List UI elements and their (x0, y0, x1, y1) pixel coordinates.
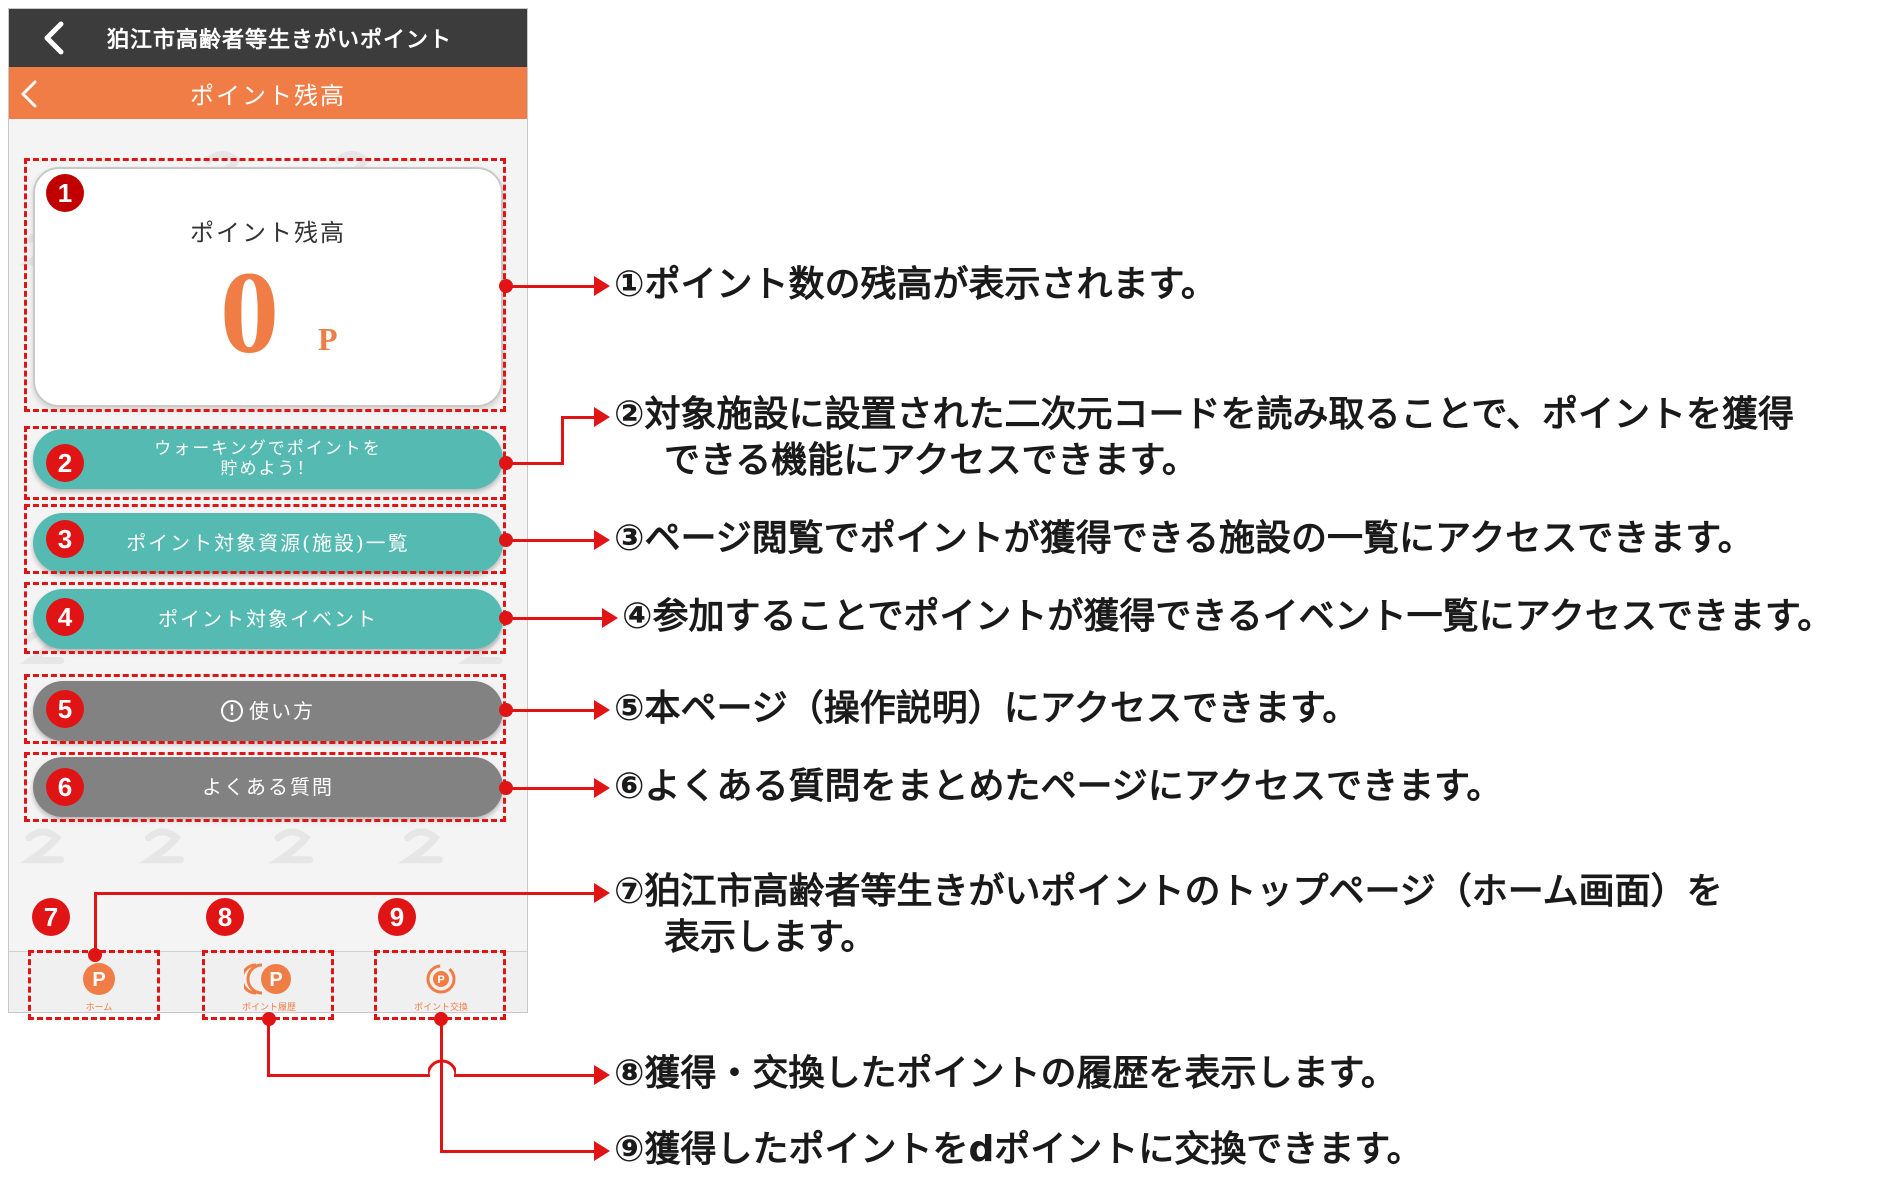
bottom-tab-bar: P ホーム P ポイント履歴 P ポイント交換 (9, 951, 527, 1013)
point-exchange-icon: P (426, 964, 456, 994)
description-6: ⑥よくある質問をまとめたページにアクセスできます。 (614, 766, 1503, 807)
description-2: ②対象施設に設置された二次元コードを読み取ることで、ポイントを獲得 できる機能に… (614, 392, 1794, 484)
header-back-button[interactable] (19, 79, 39, 113)
howto-label: 使い方 (249, 699, 315, 723)
connector-line-2c (561, 416, 594, 419)
connector-line-1 (506, 285, 594, 288)
facility-list-label: ポイント対象資源(施設)一覧 (126, 531, 410, 555)
chevron-left-icon (21, 80, 37, 108)
highlight-box-4 (24, 582, 506, 654)
arrow-head-7 (594, 883, 610, 903)
description-3: ③ページ閲覧でポイントが獲得できる施設の一覧にアクセスできます。 (614, 518, 1754, 559)
description-7-line2: 表示します。 (664, 917, 877, 959)
faq-button[interactable]: よくある質問 (33, 757, 503, 817)
app-back-button[interactable] (9, 21, 99, 55)
marker-6: 6 (46, 768, 84, 806)
highlight-box-1 (24, 158, 506, 412)
highlight-box-6 (24, 752, 506, 822)
arrow-head-3 (594, 530, 610, 550)
exclamation-circle-icon: ! (221, 700, 243, 722)
connector-line-9a (440, 1018, 443, 1152)
faq-label: よくある質問 (202, 775, 334, 799)
point-history-icon: P (244, 963, 291, 995)
tab-exchange[interactable]: P ポイント交換 (371, 952, 511, 1013)
description-7-line1: ⑦狛江市高齢者等生きがいポイントのトップページ（ホーム画面）を (614, 871, 1723, 912)
connector-line-2b (561, 416, 564, 465)
arrow-head-4 (602, 608, 618, 628)
svg-text:P: P (437, 974, 444, 986)
howto-button[interactable]: ! 使い方 (33, 681, 503, 741)
connector-line-9b (440, 1150, 594, 1153)
balance-label: ポイント残高 (190, 219, 346, 247)
point-balance-card: ポイント残高 0 P (33, 167, 503, 407)
marker-8: 8 (206, 898, 244, 936)
marker-7: 7 (32, 898, 70, 936)
tab-history-label: ポイント履歴 (241, 1003, 296, 1013)
description-2-line1: ②対象施設に設置された二次元コードを読み取ることで、ポイントを獲得 (614, 394, 1794, 435)
highlight-box-5 (24, 674, 506, 744)
highlight-box-8 (202, 950, 334, 1020)
connector-line-4 (506, 617, 602, 620)
page-title: ポイント残高 (190, 81, 346, 110)
connector-line-7a (94, 892, 97, 952)
marker-3: 3 (46, 520, 84, 558)
connector-line-7b (94, 892, 594, 895)
arrow-head-6 (594, 778, 610, 798)
description-1: ①ポイント数の残高が表示されます。 (614, 264, 1217, 305)
connector-line-2a (506, 462, 564, 465)
arrow-head-9 (594, 1141, 610, 1161)
svg-text:P: P (92, 969, 105, 991)
arrow-head-1 (594, 276, 610, 296)
description-9: ⑨獲得したポイントをdポイントに交換できます。 (614, 1129, 1423, 1170)
svg-text:P: P (269, 969, 282, 991)
balance-value: 0 (220, 247, 279, 378)
highlight-box-2 (24, 426, 506, 500)
description-7: ⑦狛江市高齢者等生きがいポイントのトップページ（ホーム画面）を 表示します。 (614, 869, 1723, 961)
arrow-head-5 (594, 700, 610, 720)
event-list-button[interactable]: ポイント対象イベント (33, 589, 503, 649)
connector-line-6 (506, 787, 594, 790)
description-2-line2: できる機能にアクセスできます。 (664, 440, 1198, 482)
marker-9: 9 (378, 898, 416, 936)
app-title-bar: 狛江市高齢者等生きがいポイント (9, 9, 527, 67)
walking-button-label: ウォーキングでポイントを 貯めよう！ (154, 439, 382, 480)
walking-label-line1: ウォーキングでポイントを (154, 438, 382, 459)
connector-dot-7 (88, 948, 102, 962)
arrow-head-2 (594, 407, 610, 427)
connector-line-8a (267, 1018, 270, 1076)
marker-4: 4 (46, 598, 84, 636)
walking-label-line2: 貯めよう！ (220, 459, 316, 479)
chevron-left-icon (44, 21, 64, 55)
connector-line-5 (506, 709, 594, 712)
connector-line-8c (454, 1074, 594, 1077)
event-list-label: ポイント対象イベント (158, 607, 378, 631)
page-header: ポイント残高 (9, 67, 527, 119)
tab-history[interactable]: P ポイント履歴 (199, 952, 339, 1013)
marker-5: 5 (46, 690, 84, 728)
description-4: ④参加することでポイントが獲得できるイベント一覧にアクセスできます。 (622, 596, 1834, 637)
point-coin-icon: P (83, 963, 115, 995)
walking-point-button[interactable]: ウォーキングでポイントを 貯めよう！ (33, 429, 503, 489)
phone-screen: 狛江市高齢者等生きがいポイント ポイント残高 (8, 8, 528, 1013)
tab-home-label: ホーム (85, 1003, 113, 1013)
description-8: ⑧獲得・交換したポイントの履歴を表示します。 (614, 1053, 1397, 1094)
marker-2: 2 (46, 444, 84, 482)
tab-home[interactable]: P ホーム (29, 952, 169, 1013)
connector-line-3 (506, 539, 594, 542)
arrow-head-8 (594, 1065, 610, 1085)
marker-1: 1 (46, 174, 84, 212)
highlight-box-9 (374, 950, 506, 1020)
description-5: ⑤本ページ（操作説明）にアクセスできます。 (614, 688, 1359, 729)
balance-unit: P (318, 321, 338, 357)
connector-line-8b (267, 1074, 430, 1077)
tab-exchange-label: ポイント交換 (413, 1003, 468, 1013)
highlight-box-3 (24, 504, 506, 574)
facility-list-button[interactable]: ポイント対象資源(施設)一覧 (33, 513, 503, 573)
app-title: 狛江市高齢者等生きがいポイント (107, 28, 453, 53)
